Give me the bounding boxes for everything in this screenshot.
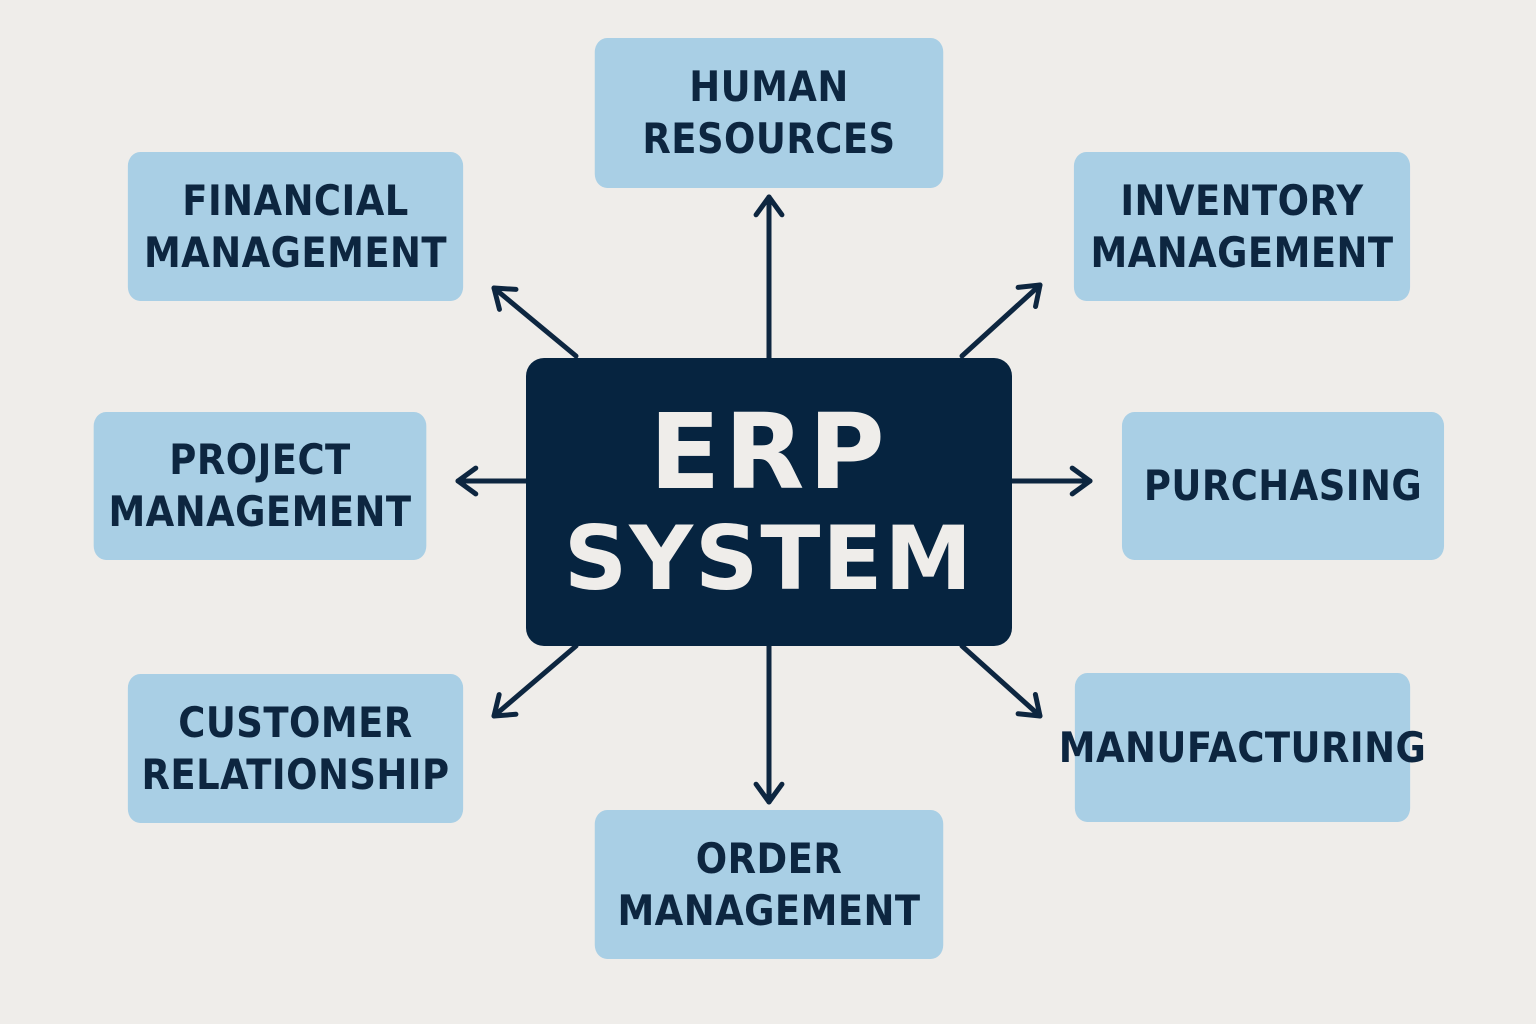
erp-system-hub[interactable]: ERP SYSTEM xyxy=(526,358,1012,646)
module-label-line: ORDER xyxy=(695,833,843,883)
module-label-line: MANAGEMENT xyxy=(1090,227,1394,277)
center-title-line1: ERP xyxy=(649,391,889,513)
module-label-line: MANAGEMENT xyxy=(108,487,412,536)
module-inventory-management[interactable]: INVENTORY MANAGEMENT xyxy=(1073,152,1411,301)
center-title-line2: SYSTEM xyxy=(563,507,975,610)
arrow-line-customer-relationship xyxy=(491,643,579,719)
module-label-line: PURCHASING xyxy=(1143,461,1423,510)
module-label-line: MANAGEMENT xyxy=(143,227,448,277)
module-label-line: FINANCIAL xyxy=(182,175,409,225)
module-project-management[interactable]: PROJECT MANAGEMENT xyxy=(93,412,427,560)
arrowhead-icon-customer-relationship xyxy=(491,692,519,719)
arrowhead-icon-project-management xyxy=(455,465,479,497)
module-human-resources[interactable]: HUMAN RESOURCES xyxy=(594,38,944,188)
arrow-line-financial-management xyxy=(491,285,579,359)
module-manufacturing[interactable]: MANUFACTURING xyxy=(1059,673,1426,822)
module-order-management[interactable]: ORDER MANAGEMENT xyxy=(594,810,944,959)
arrowhead-icon-manufacturing xyxy=(1015,691,1043,719)
module-label-line: RELATIONSHIP xyxy=(141,749,450,799)
module-label-line: MANAGEMENT xyxy=(617,885,921,935)
module-purchasing[interactable]: PURCHASING xyxy=(1121,412,1445,560)
arrow-line-manufacturing xyxy=(959,643,1043,719)
module-label-line: RESOURCES xyxy=(642,114,896,163)
module-label-line: INVENTORY xyxy=(1120,175,1364,225)
module-label-line: PROJECT xyxy=(169,435,351,484)
arrow-line-inventory-management xyxy=(959,282,1043,359)
arrowhead-icon-order-management xyxy=(753,781,785,805)
module-financial-management[interactable]: FINANCIAL MANAGEMENT xyxy=(127,152,464,301)
module-customer-relationship[interactable]: CUSTOMER RELATIONSHIP xyxy=(127,674,464,823)
arrowhead-icon-purchasing xyxy=(1069,465,1093,497)
arrowhead-icon-human-resources xyxy=(753,194,785,218)
module-label-line: MANUFACTURING xyxy=(1058,722,1427,772)
module-label-line: HUMAN xyxy=(689,62,849,111)
arrowhead-icon-financial-management xyxy=(491,285,519,312)
module-label-line: CUSTOMER xyxy=(178,697,413,747)
arrowhead-icon-inventory-management xyxy=(1015,282,1043,310)
